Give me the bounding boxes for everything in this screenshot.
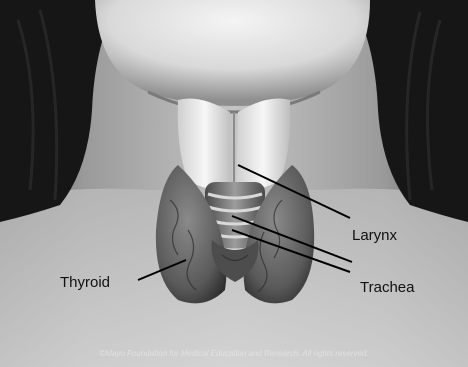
thyroid-label: Thyroid — [60, 274, 110, 291]
copyright-credit: ©Mayo Foundation for Medical Education a… — [99, 349, 368, 358]
larynx-label: Larynx — [352, 227, 398, 244]
trachea-label: Trachea — [360, 279, 415, 296]
